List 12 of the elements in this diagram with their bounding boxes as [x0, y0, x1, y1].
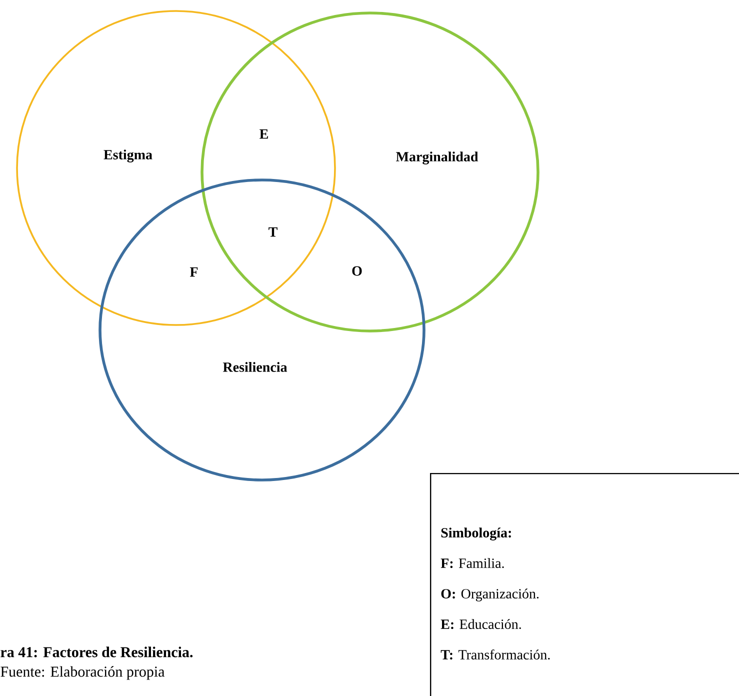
legend-entry: E: Educación.: [440, 619, 521, 630]
region-letter: E: [260, 129, 268, 139]
legend-entry: O: Organización.: [441, 588, 539, 602]
legend-box: [430, 472, 739, 696]
legend-entry: F: Familia.: [440, 558, 504, 568]
region-letter: T: [268, 227, 278, 237]
legend-entry: T: Transformación.: [440, 649, 550, 660]
region-letter: F: [190, 267, 198, 277]
source-note: Fuente: Elaboración propia: [0, 666, 165, 680]
legend-heading: Simbología:: [441, 528, 511, 540]
figure-caption: ra 41: Factores de Resiliencia.: [0, 646, 193, 658]
region-letter: O: [352, 266, 362, 276]
